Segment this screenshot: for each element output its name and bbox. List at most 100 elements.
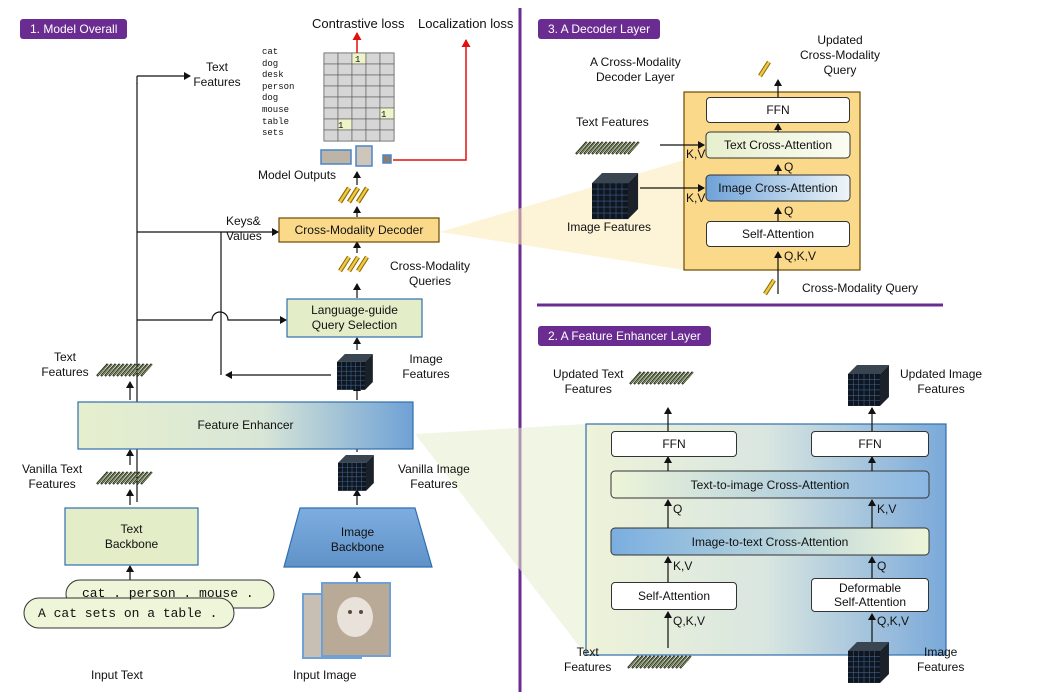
keys-values-label: Keys& Values xyxy=(226,214,262,243)
decoder-text-feature-stripe xyxy=(588,142,600,154)
grid-cell xyxy=(323,129,339,142)
updated-query-label: Updated Cross-Modality Query xyxy=(800,33,881,77)
decoder-text-feature-stripe xyxy=(604,142,616,154)
updated-image-features-label: Updated Image Features xyxy=(900,367,983,396)
vanilla-text-feature-stripe xyxy=(141,472,153,484)
cross-modality-query-icon xyxy=(356,256,369,272)
word-5: mouse xyxy=(262,104,290,115)
grid-cell xyxy=(365,52,381,65)
grid-cell xyxy=(323,96,339,109)
grid-cell xyxy=(365,107,381,120)
decoder-kv-2: K,V xyxy=(686,191,706,205)
text-features-top-label: Text Features xyxy=(193,60,241,89)
grid-cell xyxy=(379,63,395,76)
enhancer-image-features-cube xyxy=(880,642,889,683)
updated-text-feature-stripe xyxy=(670,372,682,384)
localization-loss-label: Localization loss xyxy=(418,16,514,31)
enhancer-image-features-cube xyxy=(848,642,889,651)
updated-text-feature-stripe xyxy=(642,372,654,384)
output-query xyxy=(338,187,351,203)
grid-cell xyxy=(379,96,395,109)
decoder-q-1: Q xyxy=(784,160,794,174)
deformable-self-attention: Deformable Self-Attention xyxy=(811,578,929,612)
decoder-text-feature-stripe xyxy=(612,142,624,154)
grid-cell xyxy=(337,107,353,120)
vanilla-text-feature-stripe xyxy=(97,472,109,484)
enhancer-text-feature-stripe xyxy=(652,656,664,668)
updated-text-feature-stripe xyxy=(638,372,650,384)
grid-cell xyxy=(323,63,339,76)
grid-cell xyxy=(337,52,353,65)
section-feature-enhancer-layer: 2. A Feature Enhancer Layer xyxy=(538,326,711,346)
prompt-1: cat . person . mouse . xyxy=(82,586,254,601)
sim-one-1: 1 xyxy=(381,110,387,120)
updated-text-feature-stripe xyxy=(662,372,674,384)
image-features-cube xyxy=(365,354,373,390)
word-3: person xyxy=(262,81,295,92)
enhancer-kv-right: K,V xyxy=(877,502,897,516)
grid-cell xyxy=(365,129,381,142)
grid-cell xyxy=(379,74,395,87)
updated-text-feature-stripe xyxy=(678,372,690,384)
decoder-text-feature-stripe xyxy=(624,142,636,154)
enhancer-text-feature-stripe xyxy=(660,656,672,668)
image-to-text-box: Image-to-text Cross-Attention xyxy=(691,534,849,549)
updated-image-features-cube xyxy=(880,365,889,406)
text-feature-stripe xyxy=(101,364,113,376)
updated-text-feature-stripe xyxy=(646,372,658,384)
input-image-label: Input Image xyxy=(293,668,357,682)
grid-cell xyxy=(337,85,353,98)
decoder-image-features-label: Image Features xyxy=(567,220,652,234)
cross-modality-decoder-box: Cross-Modality Decoder xyxy=(294,222,424,237)
image-features-cube xyxy=(337,354,373,362)
vanilla-text-feature-stripe xyxy=(137,472,149,484)
grid-cell xyxy=(337,129,353,142)
query-selection-box: Language-guide Query Selection xyxy=(311,303,398,332)
text-feature-stripe xyxy=(137,364,149,376)
grid-cell xyxy=(379,52,395,65)
updated-text-feature-stripe xyxy=(674,372,686,384)
text-to-image-box: Text-to-image Cross-Attention xyxy=(690,477,850,492)
decoder-text-feature-stripe xyxy=(628,142,640,154)
decoder-image-features-cube xyxy=(592,173,639,184)
updated-query-icon xyxy=(758,61,771,77)
decoder-text-features-label: Text Features xyxy=(576,115,649,129)
vanilla-text-feature-stripe xyxy=(101,472,113,484)
grid-cell xyxy=(323,118,339,131)
decoder-text-feature-stripe xyxy=(620,142,632,154)
text-feature-stripe xyxy=(105,364,117,376)
enhancer-text-feature-stripe xyxy=(668,656,680,668)
enhancer-self-attention: Self-Attention xyxy=(611,582,737,610)
grid-cell xyxy=(351,63,367,76)
decoder-ffn-box: FFN xyxy=(706,97,850,123)
updated-text-feature-stripe xyxy=(634,372,646,384)
enhancer-text-features-label: Text Features xyxy=(564,645,612,674)
grid-cell xyxy=(337,74,353,87)
decoder-text-feature-stripe xyxy=(576,142,588,154)
vanilla-text-features-label: Vanilla Text Features xyxy=(22,462,83,491)
grid-cell xyxy=(379,129,395,142)
text-backbone-box: Text Backbone xyxy=(104,521,159,551)
similarity-words: cat dog desk person dog mouse table sets xyxy=(262,47,294,140)
enhancer-text-feature-stripe xyxy=(644,656,656,668)
grid-cell xyxy=(351,107,367,120)
enhancer-ffn-right: FFN xyxy=(811,431,929,457)
enhancer-text-feature-stripe xyxy=(664,656,676,668)
enhancer-ffn-left: FFN xyxy=(611,431,737,457)
updated-text-feature-stripe xyxy=(666,372,678,384)
grid-cell xyxy=(337,63,353,76)
input-text-label: Input Text xyxy=(91,668,143,682)
vanilla-text-feature-stripe xyxy=(133,472,145,484)
updated-text-feature-stripe xyxy=(654,372,666,384)
updated-text-feature-stripe xyxy=(630,372,642,384)
output-query xyxy=(356,187,369,203)
text-feature-stripe xyxy=(117,364,129,376)
vanilla-text-feature-stripe xyxy=(105,472,117,484)
enhancer-text-feature-stripe xyxy=(628,656,640,668)
sim-one-0: 1 xyxy=(355,55,361,65)
image-features-mid-label: Image Features xyxy=(402,352,450,381)
decoder-q-2: Q xyxy=(784,204,794,218)
enhancer-qkv-left: Q,K,V xyxy=(673,614,706,628)
